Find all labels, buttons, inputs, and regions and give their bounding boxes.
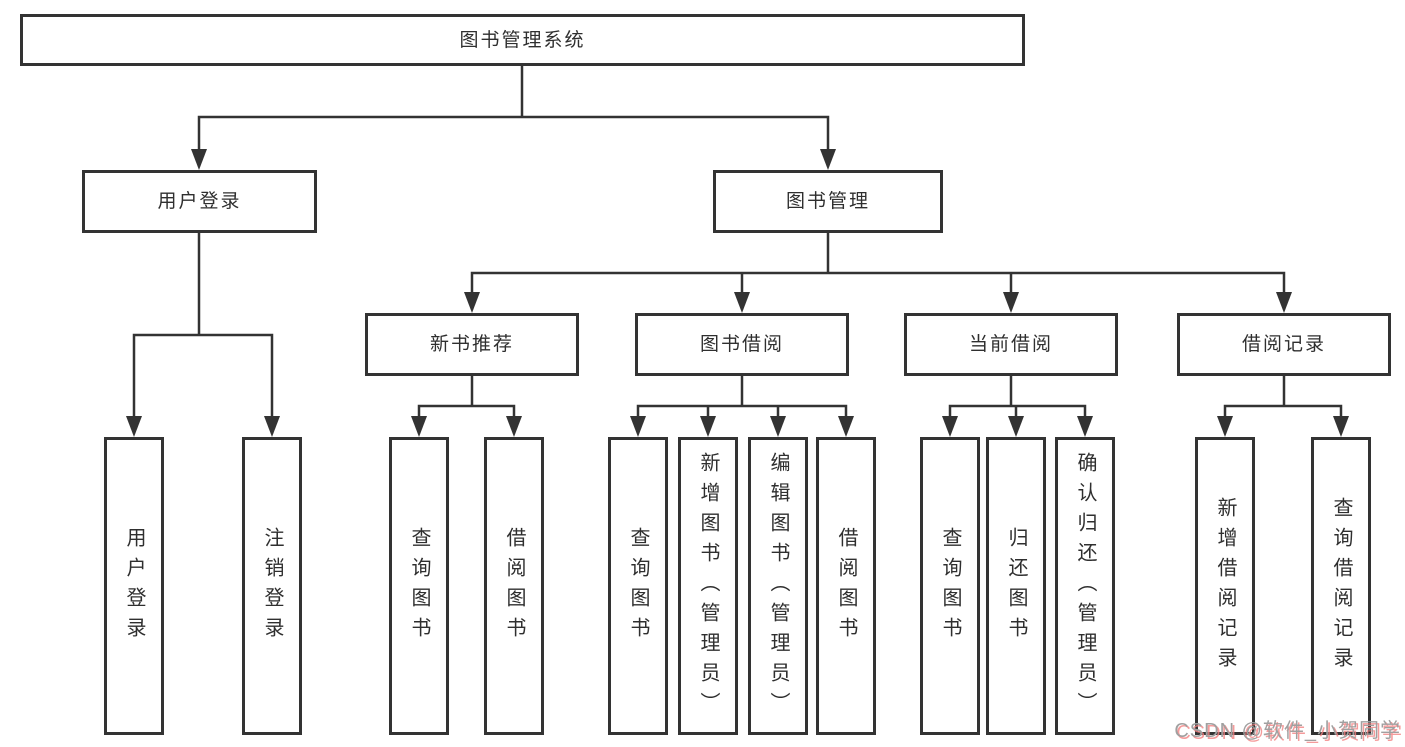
connector-book-management bbox=[464, 233, 1292, 313]
leaf-add-book-admin: 新增图书（管理员） bbox=[678, 437, 738, 735]
node-user-login: 用户登录 bbox=[82, 170, 317, 233]
connector-user-login bbox=[126, 233, 280, 437]
node-borrow-records: 借阅记录 bbox=[1177, 313, 1391, 376]
leaf-add-borrow-record: 新增借阅记录 bbox=[1195, 437, 1255, 735]
leaf-borrow-books-borrow: 借阅图书 bbox=[816, 437, 876, 735]
leaf-query-books-newbook: 查询图书 bbox=[389, 437, 449, 735]
leaf-confirm-return-admin: 确认归还（管理员） bbox=[1055, 437, 1115, 735]
connector-current-borrow bbox=[942, 376, 1093, 437]
leaf-query-books-borrow: 查询图书 bbox=[608, 437, 668, 735]
leaf-edit-book-admin: 编辑图书（管理员） bbox=[748, 437, 808, 735]
connector-book-borrow bbox=[630, 376, 854, 437]
node-book-borrow: 图书借阅 bbox=[635, 313, 849, 376]
connector-new-book bbox=[411, 376, 522, 437]
connector-borrow-records bbox=[1217, 376, 1349, 437]
node-new-book-recommend: 新书推荐 bbox=[365, 313, 579, 376]
leaf-user-login: 用户登录 bbox=[104, 437, 164, 735]
leaf-return-book: 归还图书 bbox=[986, 437, 1046, 735]
node-root-library-system: 图书管理系统 bbox=[20, 14, 1025, 66]
leaf-borrow-books-newbook: 借阅图书 bbox=[484, 437, 544, 735]
node-current-borrow: 当前借阅 bbox=[904, 313, 1118, 376]
leaf-logout: 注销登录 bbox=[242, 437, 302, 735]
connector-root bbox=[191, 66, 836, 170]
leaf-query-books-current: 查询图书 bbox=[920, 437, 980, 735]
node-book-management: 图书管理 bbox=[713, 170, 943, 233]
watermark: CSDN @软件_小贺同学 bbox=[1174, 720, 1401, 742]
leaf-query-borrow-record: 查询借阅记录 bbox=[1311, 437, 1371, 735]
